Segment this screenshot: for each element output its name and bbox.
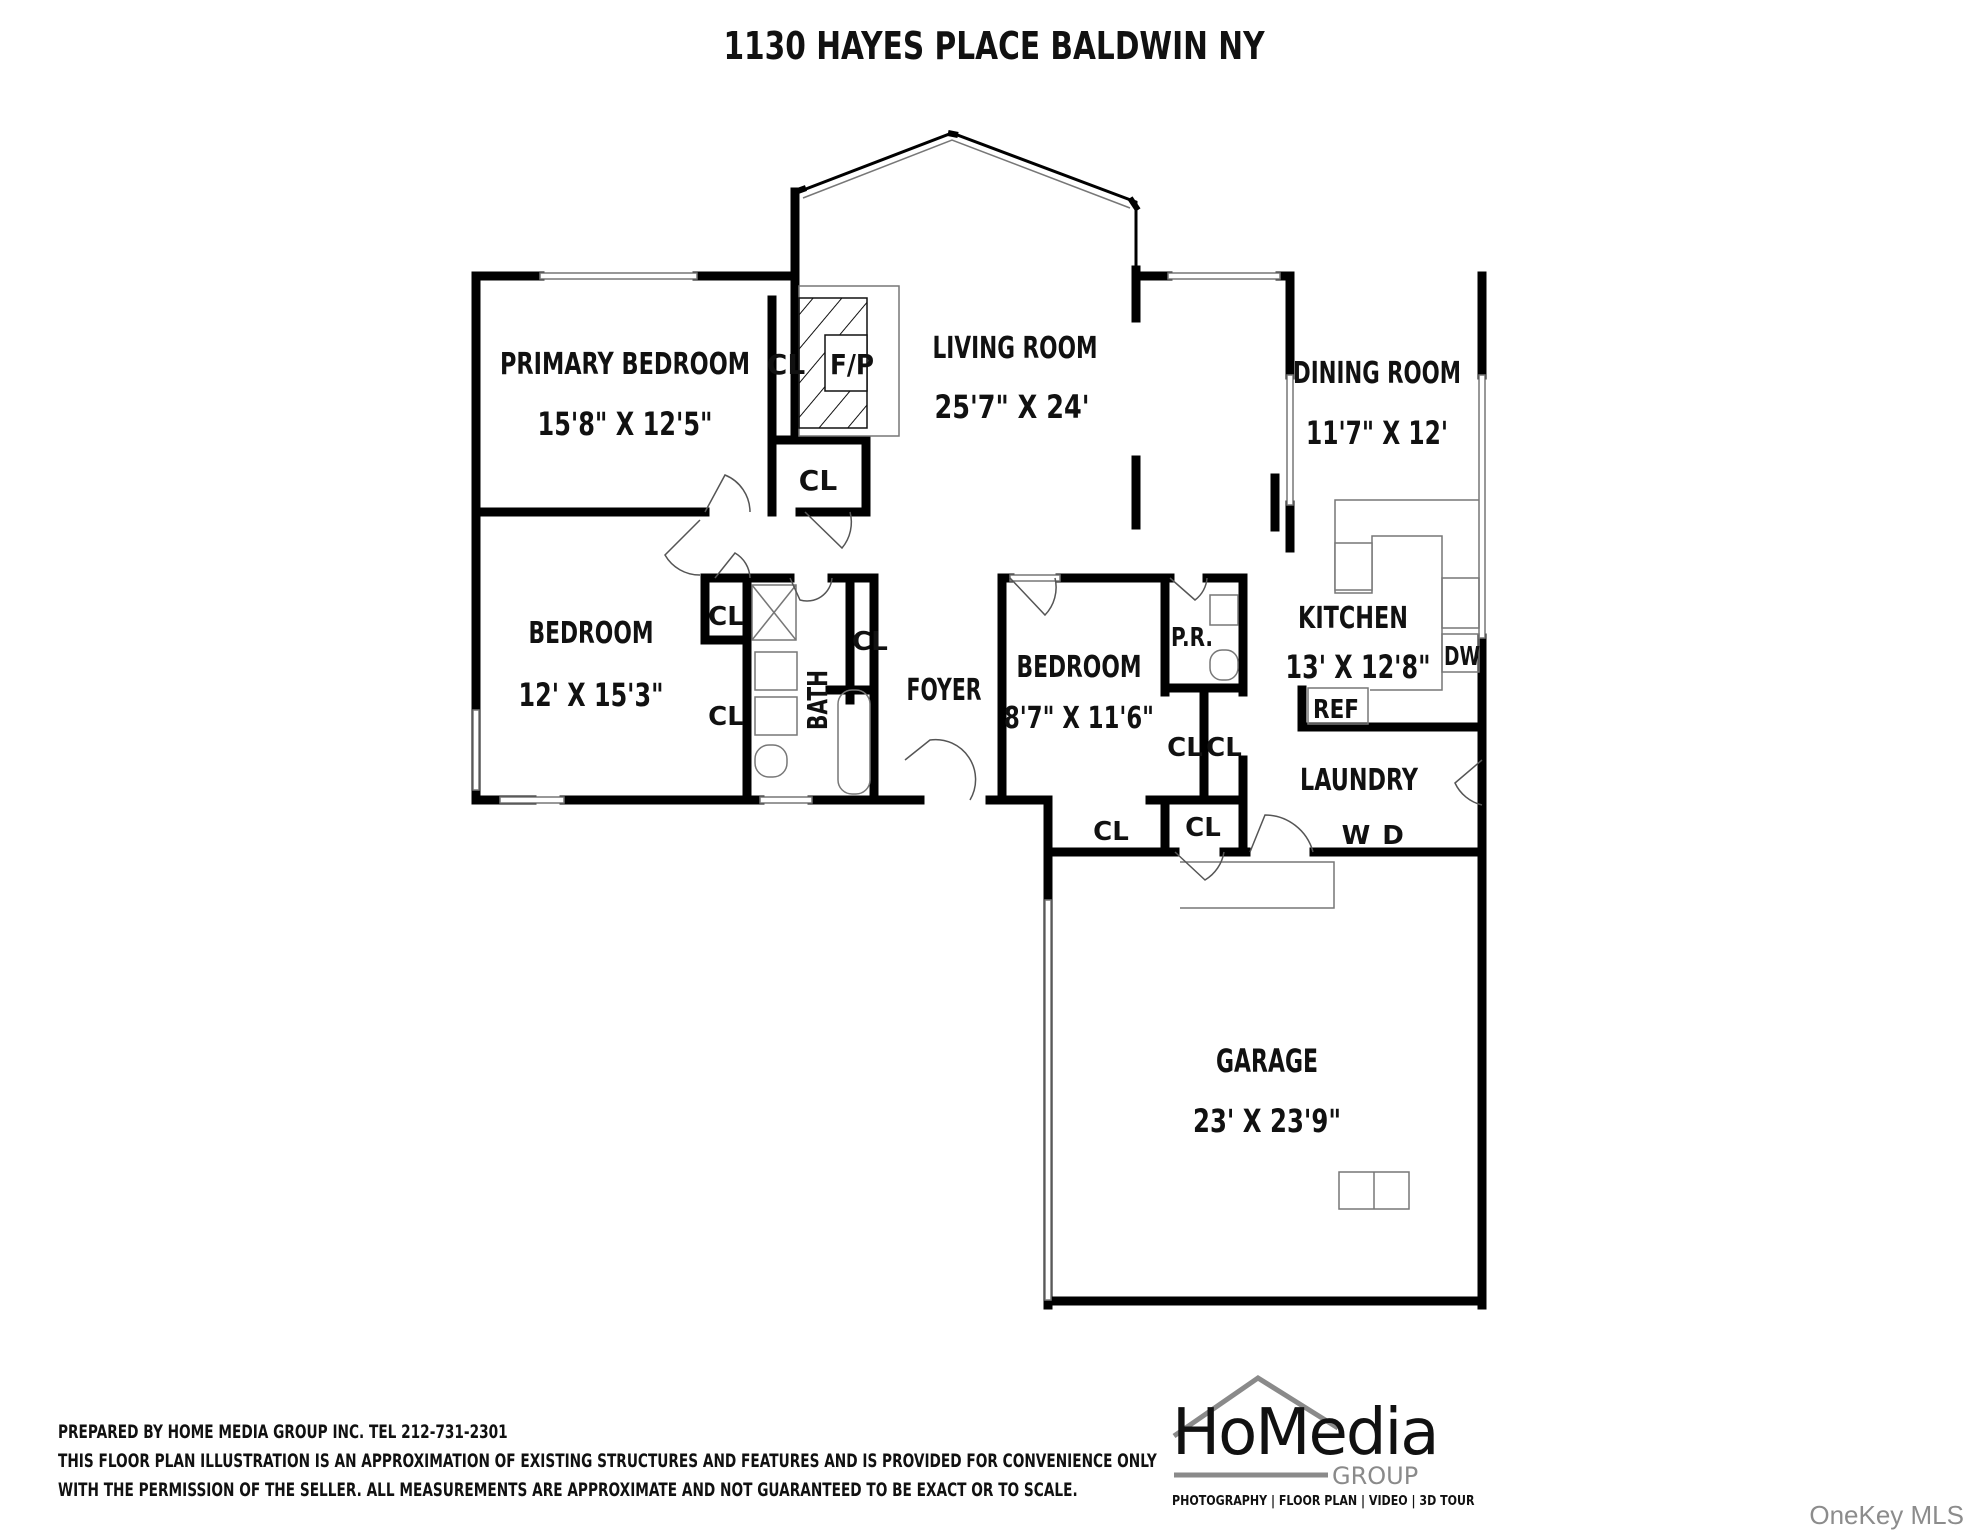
fireplace [798, 285, 900, 437]
closet-label: CL [799, 464, 838, 497]
logo-tagline: PHOTOGRAPHY | FLOOR PLAN | VIDEO | 3D TO… [1172, 1494, 1475, 1509]
disclaimer-line-2: WITH THE PERMISSION OF THE SELLER. ALL M… [58, 1479, 1078, 1501]
homedia-logo: HoMedia GROUP PHOTOGRAPHY | FLOOR PLAN |… [1168, 1368, 1475, 1509]
dryer-label: D [1382, 821, 1404, 851]
dishwasher-label: DW [1444, 642, 1480, 672]
room-powder-name: P.R. [1171, 623, 1213, 653]
bay-window-walls [797, 131, 1138, 272]
room-foyer-name: FOYER [907, 673, 982, 708]
washer-label: W [1342, 821, 1371, 851]
room-living-dims: 25'7" X 24' [935, 388, 1090, 426]
room-garage-name: GARAGE [1216, 1042, 1318, 1080]
room-living-name: LIVING ROOM [933, 331, 1098, 366]
bath-fixtures [751, 584, 1239, 795]
mls-watermark: OneKey MLS [1809, 1500, 1964, 1530]
room-garage-dims: 23' X 23'9" [1193, 1102, 1341, 1140]
room-kitchen-dims: 13' X 12'8" [1286, 648, 1431, 686]
page-title: 1130 HAYES PLACE BALDWIN NY [723, 24, 1265, 68]
closet-label: CL [852, 627, 888, 657]
room-labels: PRIMARY BEDROOM 15'8" X 12'5" LIVING ROO… [500, 331, 1461, 1140]
room-kitchen-name: KITCHEN [1298, 601, 1408, 636]
logo-group-text: GROUP [1332, 1462, 1419, 1490]
closet-label: CL [1185, 813, 1221, 843]
house-roof-icon [1172, 1375, 1340, 1478]
disclaimer-line-1: THIS FLOOR PLAN ILLUSTRATION IS AN APPRO… [58, 1450, 1157, 1472]
fireplace-label: F/P [830, 348, 874, 381]
closet-label: CL [708, 602, 744, 632]
room-dining-name: DINING ROOM [1293, 356, 1461, 391]
room-bedroom-west-name: BEDROOM [529, 616, 654, 651]
prepared-by: PREPARED BY HOME MEDIA GROUP INC. TEL 21… [58, 1421, 508, 1443]
disclaimer: PREPARED BY HOME MEDIA GROUP INC. TEL 21… [58, 1418, 1157, 1505]
room-primary-bedroom-name: PRIMARY BEDROOM [500, 347, 750, 382]
fixture-labels: CL F/P CL CL CL CL CL CL CL CL REF DW W … [708, 348, 1480, 851]
exterior-walls [471, 187, 1487, 1310]
room-laundry-name: LAUNDRY [1300, 763, 1419, 798]
closet-label: CL [1206, 733, 1242, 763]
room-primary-bedroom-dims: 15'8" X 12'5" [538, 405, 713, 443]
room-bedroom-west-dims: 12' X 15'3" [519, 676, 664, 714]
doors [664, 474, 1483, 881]
room-dining-dims: 11'7" X 12' [1306, 414, 1448, 452]
room-bath-name: BATH [801, 670, 834, 730]
closet-label: CL [1167, 733, 1203, 763]
room-bedroom-center-dims: 8'7" X 11'6" [1004, 701, 1154, 736]
kitchen-counters [1180, 499, 1480, 1210]
closet-label: CL [767, 348, 806, 381]
logo-wordmark: HoMedia [1172, 1396, 1439, 1470]
windows [472, 272, 1486, 1301]
closet-label: CL [1093, 817, 1129, 847]
closet-label: CL [708, 702, 744, 732]
room-bedroom-center-name: BEDROOM [1017, 650, 1142, 685]
refrigerator-label: REF [1313, 695, 1359, 725]
